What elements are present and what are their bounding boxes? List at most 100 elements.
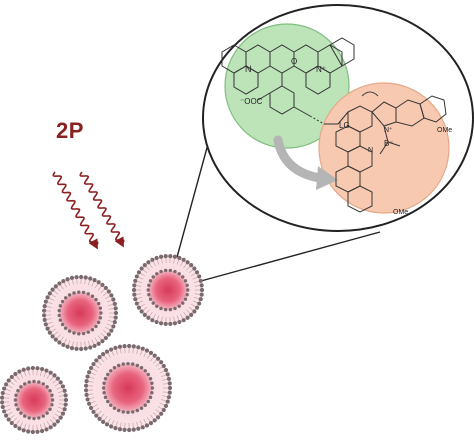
surface-bead: [61, 279, 65, 283]
surface-bead: [118, 345, 122, 349]
core-bead: [117, 409, 120, 412]
core-bead: [14, 398, 17, 401]
surface-bead: [31, 366, 35, 370]
core-bead: [61, 323, 64, 326]
acceptor-nitrogen-top: N⁺: [384, 127, 393, 134]
core-bead: [45, 385, 48, 388]
surface-bead: [22, 428, 26, 432]
core-bead: [147, 373, 150, 376]
surface-bead: [79, 347, 83, 351]
nanoparticle: [42, 275, 118, 351]
surface-bead: [89, 366, 93, 370]
core-bead: [122, 362, 125, 365]
surface-bead: [65, 277, 69, 281]
surface-bead: [61, 384, 65, 388]
core-bead: [72, 291, 75, 294]
surface-tail: [37, 425, 38, 430]
core-bead: [102, 391, 105, 394]
surface-bead: [109, 293, 113, 297]
core-bead: [131, 362, 134, 365]
core-bead: [72, 331, 75, 334]
surface-bead: [79, 275, 83, 279]
core-bead: [159, 307, 162, 310]
core-bead: [42, 414, 45, 417]
surface-bead: [155, 256, 159, 260]
surface-bead: [114, 316, 118, 320]
core-bead: [28, 380, 31, 383]
surface-bead: [40, 367, 44, 371]
surface-bead: [45, 295, 49, 299]
surface-bead: [105, 422, 109, 426]
surface-bead: [45, 327, 49, 331]
core-bead: [48, 389, 51, 392]
surface-bead: [168, 386, 172, 390]
core-bead: [122, 410, 125, 413]
surface-bead: [92, 278, 96, 282]
core-bead: [91, 328, 94, 331]
surface-bead: [177, 320, 181, 324]
surface-bead: [63, 407, 67, 411]
donor-carboxylate-label: ⁻OOC: [240, 97, 263, 106]
surface-bead: [141, 347, 145, 351]
surface-bead: [84, 346, 88, 350]
core-bead: [152, 275, 155, 278]
surface-bead: [35, 366, 39, 370]
core-bead: [164, 308, 167, 311]
core-bead: [164, 269, 167, 272]
surface-bead: [88, 345, 92, 349]
surface-bead: [44, 427, 48, 431]
core-bead: [37, 416, 40, 419]
surface-bead: [164, 368, 168, 372]
surface-bead: [109, 424, 113, 428]
surface-bead: [118, 427, 122, 431]
surface-bead: [132, 283, 136, 287]
core-bead: [186, 288, 189, 291]
surface-bead: [31, 430, 35, 434]
surface-bead: [135, 274, 139, 278]
surface-bead: [173, 321, 177, 325]
photon-arrow-left: [53, 172, 97, 246]
surface-bead: [49, 425, 53, 429]
surface-bead: [84, 393, 88, 397]
surface-bead: [164, 404, 168, 408]
surface-bead: [59, 416, 63, 420]
surface-bead: [64, 398, 68, 402]
surface-bead: [74, 275, 78, 279]
surface-bead: [155, 320, 159, 324]
surface-bead: [70, 276, 74, 280]
surface-bead: [182, 318, 186, 322]
surface-bead: [132, 293, 136, 297]
core-bead: [140, 407, 143, 410]
core-bead: [59, 318, 62, 321]
core-bead: [64, 326, 67, 329]
surface-bead: [200, 283, 204, 287]
surface-bead: [145, 423, 149, 427]
two-photon-arrows: [53, 172, 124, 249]
core-bead: [144, 369, 147, 372]
surface-bead: [114, 306, 118, 310]
core-bead: [149, 279, 152, 282]
core-bead: [106, 400, 109, 403]
surface-bead: [149, 351, 153, 355]
core-bead: [99, 311, 102, 314]
surface-bead: [135, 301, 139, 305]
surface-bead: [26, 429, 30, 433]
surface-bead: [40, 429, 44, 433]
surface-bead: [42, 309, 46, 313]
surface-bead: [182, 258, 186, 262]
surface-bead: [133, 279, 137, 283]
two-photon-label: 2P: [56, 118, 84, 144]
surface-bead: [74, 347, 78, 351]
surface-bead: [173, 255, 177, 259]
core-bead: [117, 364, 120, 367]
core-bead: [99, 306, 102, 309]
core-bead: [14, 394, 17, 397]
surface-bead: [44, 322, 48, 326]
core-bead: [184, 279, 187, 282]
nanoparticle: [0, 366, 68, 434]
core-bead: [50, 394, 53, 397]
surface-bead: [114, 311, 118, 315]
core-bead: [149, 396, 152, 399]
surface-bead: [49, 371, 53, 375]
